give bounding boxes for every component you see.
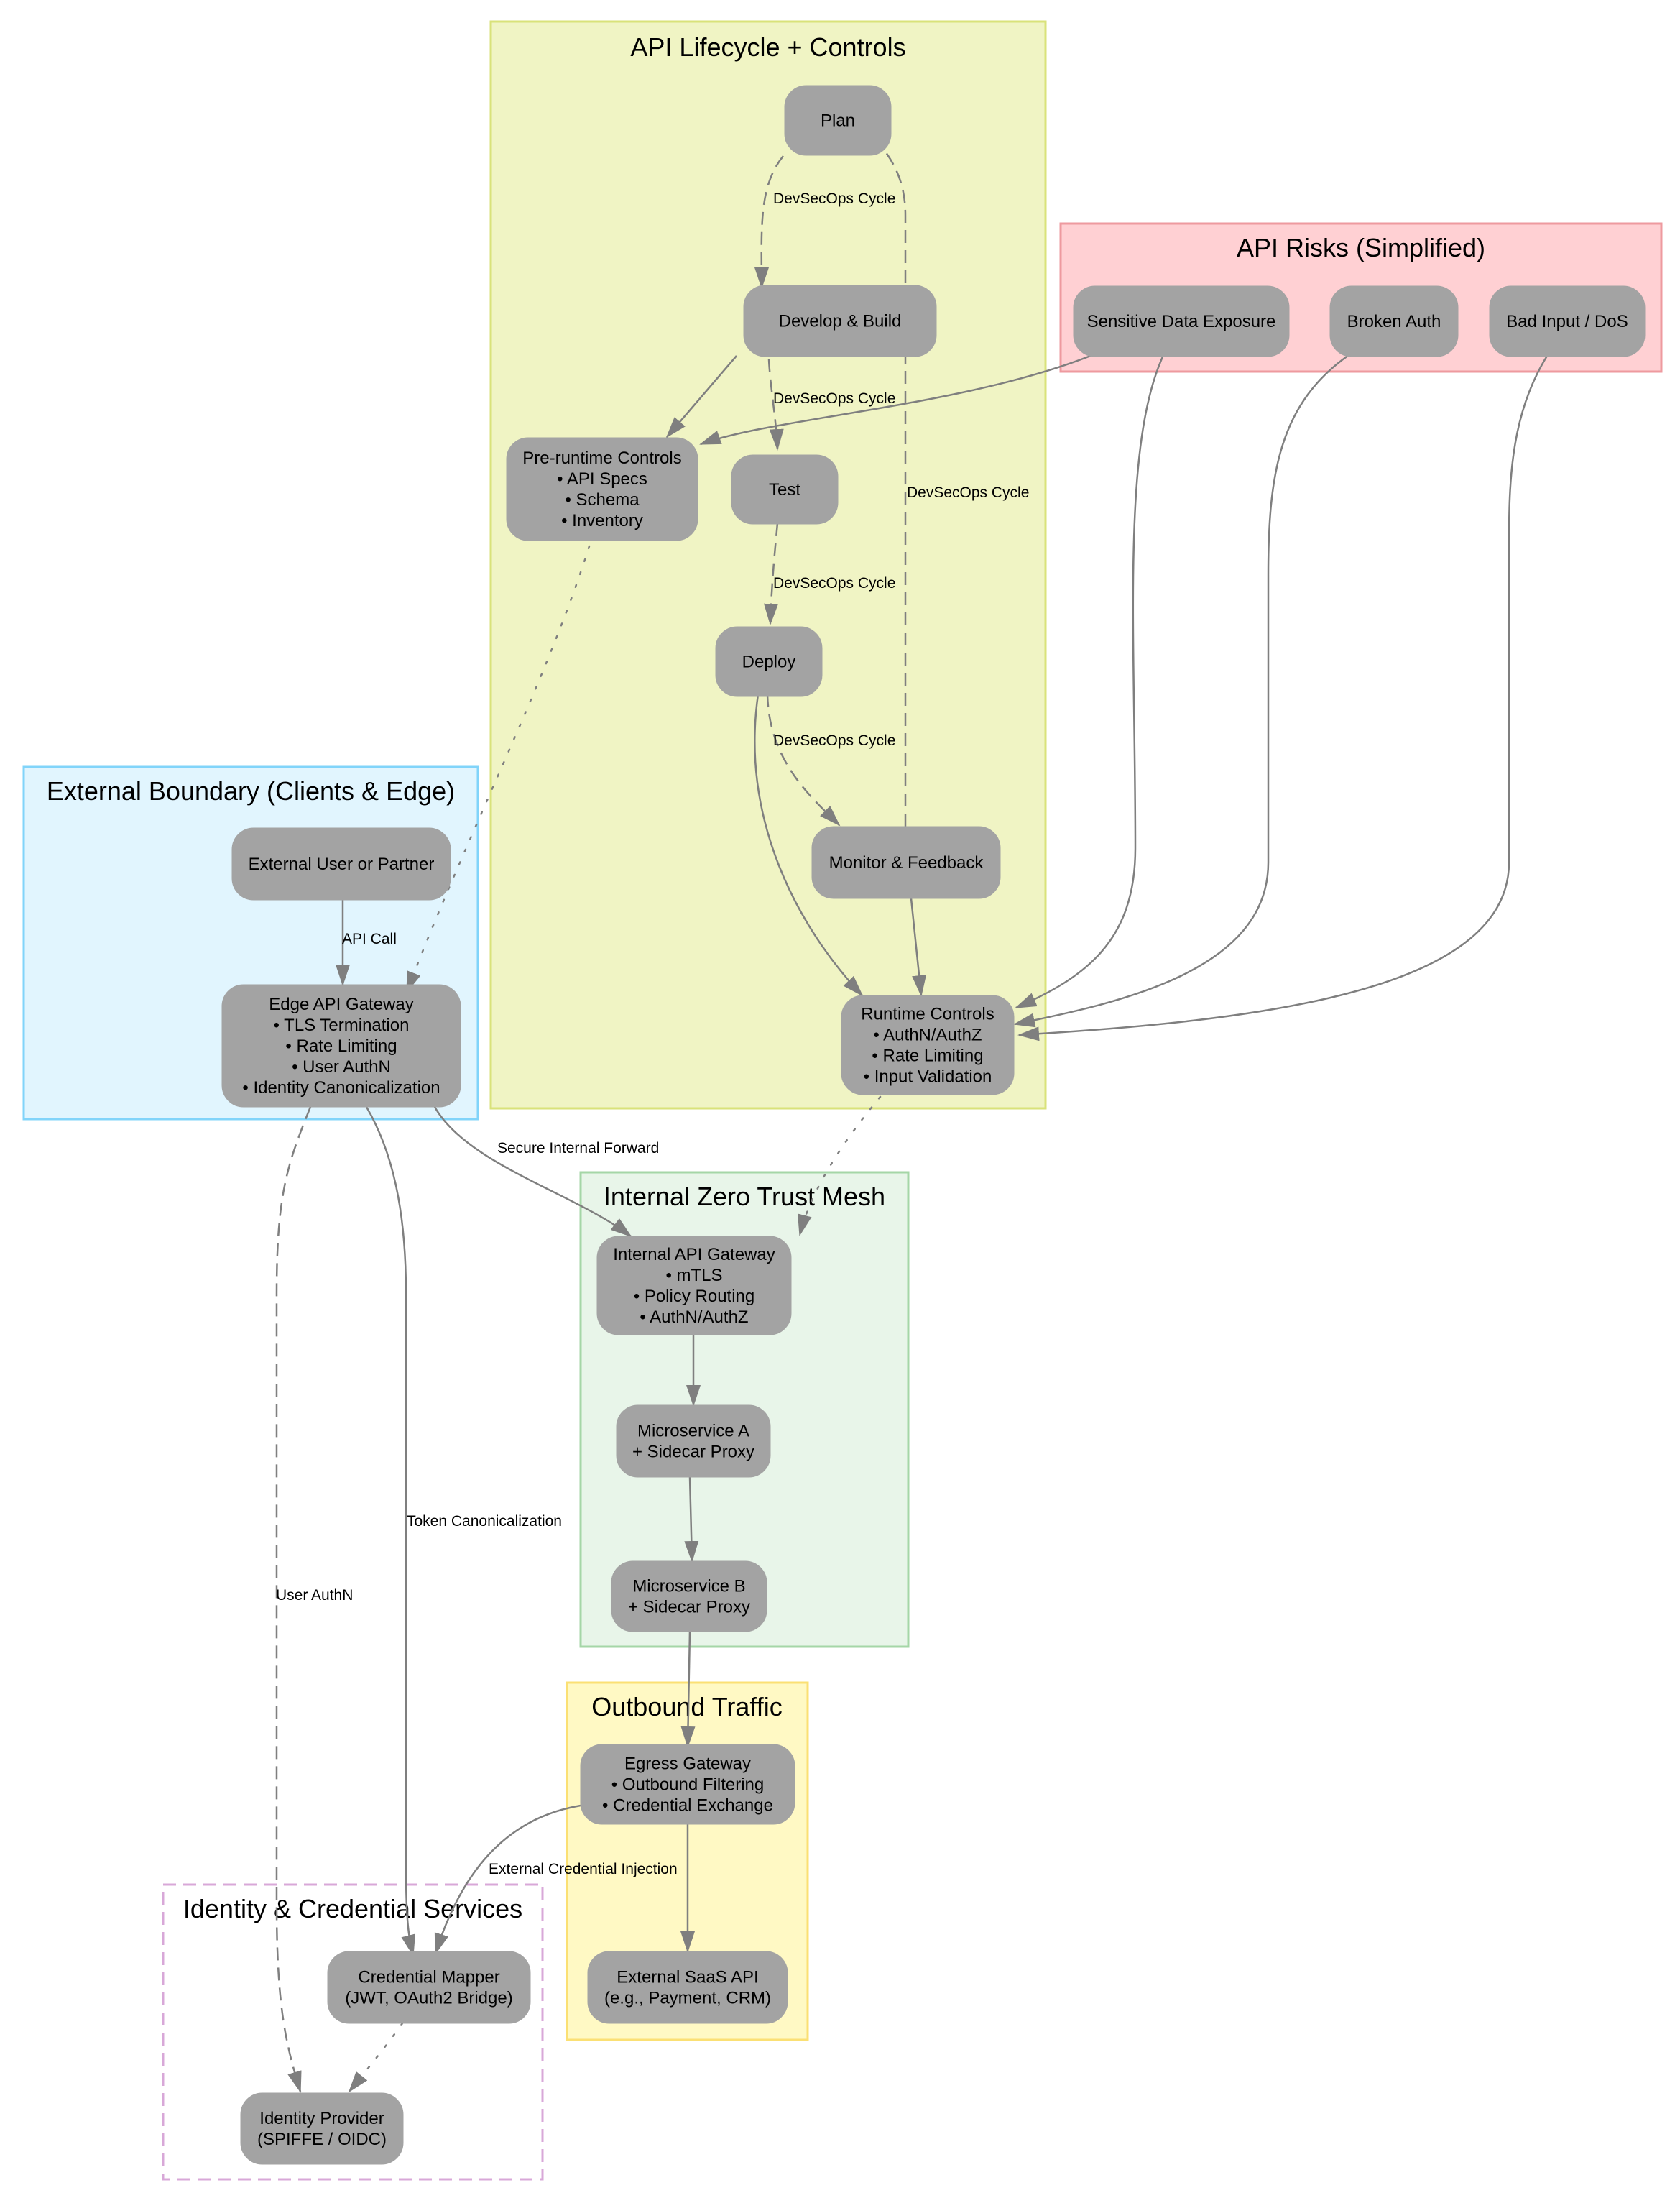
edge-deploy-monitor <box>766 694 841 827</box>
edge-label-user-authn: User AuthN <box>276 1587 353 1604</box>
node-intgw-line-2: • Policy Routing <box>634 1287 754 1306</box>
edge-label-token-canon: Token Canonicalization <box>407 1513 562 1530</box>
node-edgegw-line-3: • User AuthN <box>292 1057 391 1077</box>
node-badinput-line-0: Bad Input / DoS <box>1506 312 1628 331</box>
node-saas-line-0: External SaaS API <box>617 1968 758 1987</box>
edge-label-ext-cred: External Credential Injection <box>489 1861 678 1877</box>
edge-preruntime-edgegw <box>405 545 591 993</box>
node-preruntime-line-2: • Schema <box>565 490 640 510</box>
edge-labels: DevSecOps Cycle DevSecOps Cycle DevSecOp… <box>276 190 1029 1877</box>
node-deploy[interactable]: Deploy <box>715 626 823 697</box>
node-runtime-line-0: Runtime Controls <box>861 1005 994 1024</box>
edge-brokenauth-runtime <box>1013 352 1352 1028</box>
node-external-user-partner[interactable]: External User or Partner <box>231 827 451 901</box>
edge-label-plan-develop: DevSecOps Cycle <box>773 190 895 207</box>
edge-label-monitor-plan: DevSecOps Cycle <box>907 484 1029 501</box>
node-runtime-line-3: • Input Validation <box>864 1067 992 1087</box>
edge-deploy-runtime <box>754 694 864 997</box>
cluster-identity-title: Identity & Credential Services <box>183 1894 522 1923</box>
node-intgw-line-3: • AuthN/AuthZ <box>640 1307 748 1327</box>
node-develop-build[interactable]: Develop & Build <box>743 285 937 357</box>
node-preruntime-line-1: • API Specs <box>557 469 647 489</box>
node-msb-line-0: Microservice B <box>632 1577 745 1596</box>
edge-label-api-call: API Call <box>342 931 397 947</box>
node-monitor-line-0: Monitor & Feedback <box>829 853 984 873</box>
cluster-identity: Identity & Credential Services <box>162 1883 544 2181</box>
node-sensitive-data-exposure[interactable]: Sensitive Data Exposure <box>1073 285 1290 357</box>
edge-monitor-runtime <box>910 898 927 997</box>
edge-label-develop-test: DevSecOps Cycle <box>773 390 895 407</box>
node-bad-input-dos[interactable]: Bad Input / DoS <box>1489 285 1646 357</box>
node-plan[interactable]: Plan <box>784 85 892 156</box>
edge-sensitive-runtime <box>1015 353 1166 1009</box>
node-broken-auth[interactable]: Broken Auth <box>1329 285 1459 357</box>
node-internal-api-gateway[interactable]: Internal API Gateway • mTLS • Policy Routi… <box>596 1236 792 1335</box>
edge-msa-msb <box>684 1476 699 1563</box>
edge-edgegw-idp <box>275 1106 312 2093</box>
node-preruntime-line-3: • Inventory <box>561 511 643 530</box>
node-edgegw-line-1: • TLS Termination <box>274 1016 410 1035</box>
node-runtime-line-1: • AuthN/AuthZ <box>873 1026 982 1045</box>
node-develop-line-0: Develop & Build <box>779 312 902 331</box>
node-edge-api-gateway[interactable]: Edge API Gateway • TLS Termination• Rate … <box>221 984 461 1108</box>
cluster-lifecycle: API Lifecycle + Controls <box>489 20 1047 1110</box>
node-sensitive-line-0: Sensitive Data Exposure <box>1087 312 1276 331</box>
node-preruntime-line-0: Pre-runtime Controls <box>522 449 681 468</box>
node-credential-mapper[interactable]: Credential Mapper (JWT, OAuth2 Bridge) <box>327 1951 531 2024</box>
edge-develop-preruntime <box>665 355 737 438</box>
node-extuser-line-0: External User or Partner <box>249 855 435 874</box>
cluster-lifecycle-title: API Lifecycle + Controls <box>630 32 905 62</box>
edge-develop-test <box>767 359 784 451</box>
node-egress-line-1: • Outbound Filtering <box>611 1775 765 1795</box>
cluster-outbound-title: Outbound Traffic <box>591 1692 783 1721</box>
node-intgw-line-1: • mTLS <box>665 1266 722 1285</box>
node-credmap-line-0: Credential Mapper <box>358 1968 499 1987</box>
node-plan-line-0: Plan <box>821 111 855 131</box>
node-monitor-feedback[interactable]: Monitor & Feedback <box>811 826 1001 899</box>
node-test[interactable]: Test <box>731 454 839 525</box>
node-deploy-line-0: Deploy <box>742 653 796 672</box>
cluster-external-title: External Boundary (Clients & Edge) <box>47 776 455 806</box>
edge-msb-egress <box>680 1631 696 1748</box>
node-runtime-controls[interactable]: Runtime Controls • AuthN/AuthZ • Rate Limi… <box>841 995 1015 1095</box>
node-test-line-0: Test <box>769 480 800 500</box>
node-msb-line-1: + Sidecar Proxy <box>628 1598 750 1617</box>
node-saas-line-1: (e.g., Payment, CRM) <box>604 1989 771 2008</box>
cluster-mesh-title: Internal Zero Trust Mesh <box>604 1182 885 1211</box>
node-idp-line-1: (SPIFFE / OIDC) <box>257 2130 387 2149</box>
edge-edgegw-credmap <box>365 1106 415 1956</box>
node-pre-runtime-controls[interactable]: Pre-runtime Controls• API Specs• Schema•… <box>506 437 698 541</box>
node-egress-gateway[interactable]: Egress Gateway• Outbound Filtering• Cred… <box>580 1744 795 1825</box>
node-egress-line-2: • Credential Exchange <box>602 1796 773 1816</box>
node-idp-line-0: Identity Provider <box>259 2109 384 2128</box>
node-edgegw-line-2: • Rate Limiting <box>285 1036 397 1056</box>
node-edgegw-line-0: Edge API Gateway <box>269 995 413 1014</box>
edge-sensitive-preruntime <box>699 351 1100 446</box>
node-brokenauth-line-0: Broken Auth <box>1347 312 1441 331</box>
node-edgegw-line-4: • Identity Canonicalization <box>242 1078 440 1098</box>
node-msa-line-0: Microservice A <box>637 1422 749 1441</box>
edge-badinput-runtime <box>1017 353 1550 1041</box>
node-msa-line-1: + Sidecar Proxy <box>632 1443 754 1462</box>
edge-test-deploy <box>763 523 779 625</box>
edge-egress-credmap <box>434 1804 581 1955</box>
node-intgw-line-0: Internal API Gateway <box>613 1245 775 1264</box>
edge-edgegw-intgw <box>433 1106 632 1238</box>
node-egress-line-0: Egress Gateway <box>624 1755 751 1774</box>
nodes: Plan Develop & Build Pre-runtime Control… <box>221 85 1646 2165</box>
node-microservice-a[interactable]: Microservice A + Sidecar Proxy <box>616 1404 771 1478</box>
node-microservice-b[interactable]: Microservice B + Sidecar Proxy <box>611 1560 767 1632</box>
node-external-saas-api[interactable]: External SaaS API (e.g., Payment, CRM) <box>587 1951 788 2024</box>
node-identity-provider[interactable]: Identity Provider (SPIFFE / OIDC) <box>240 2092 404 2165</box>
edge-label-deploy-monitor: DevSecOps Cycle <box>773 732 895 749</box>
edge-label-secure-forward: Secure Internal Forward <box>497 1140 659 1157</box>
cluster-risks-title: API Risks (Simplified) <box>1237 233 1485 262</box>
node-runtime-line-2: • Rate Limiting <box>872 1047 983 1066</box>
edge-label-test-deploy: DevSecOps Cycle <box>773 575 895 592</box>
node-credmap-line-1: (JWT, OAuth2 Bridge) <box>345 1989 512 2008</box>
